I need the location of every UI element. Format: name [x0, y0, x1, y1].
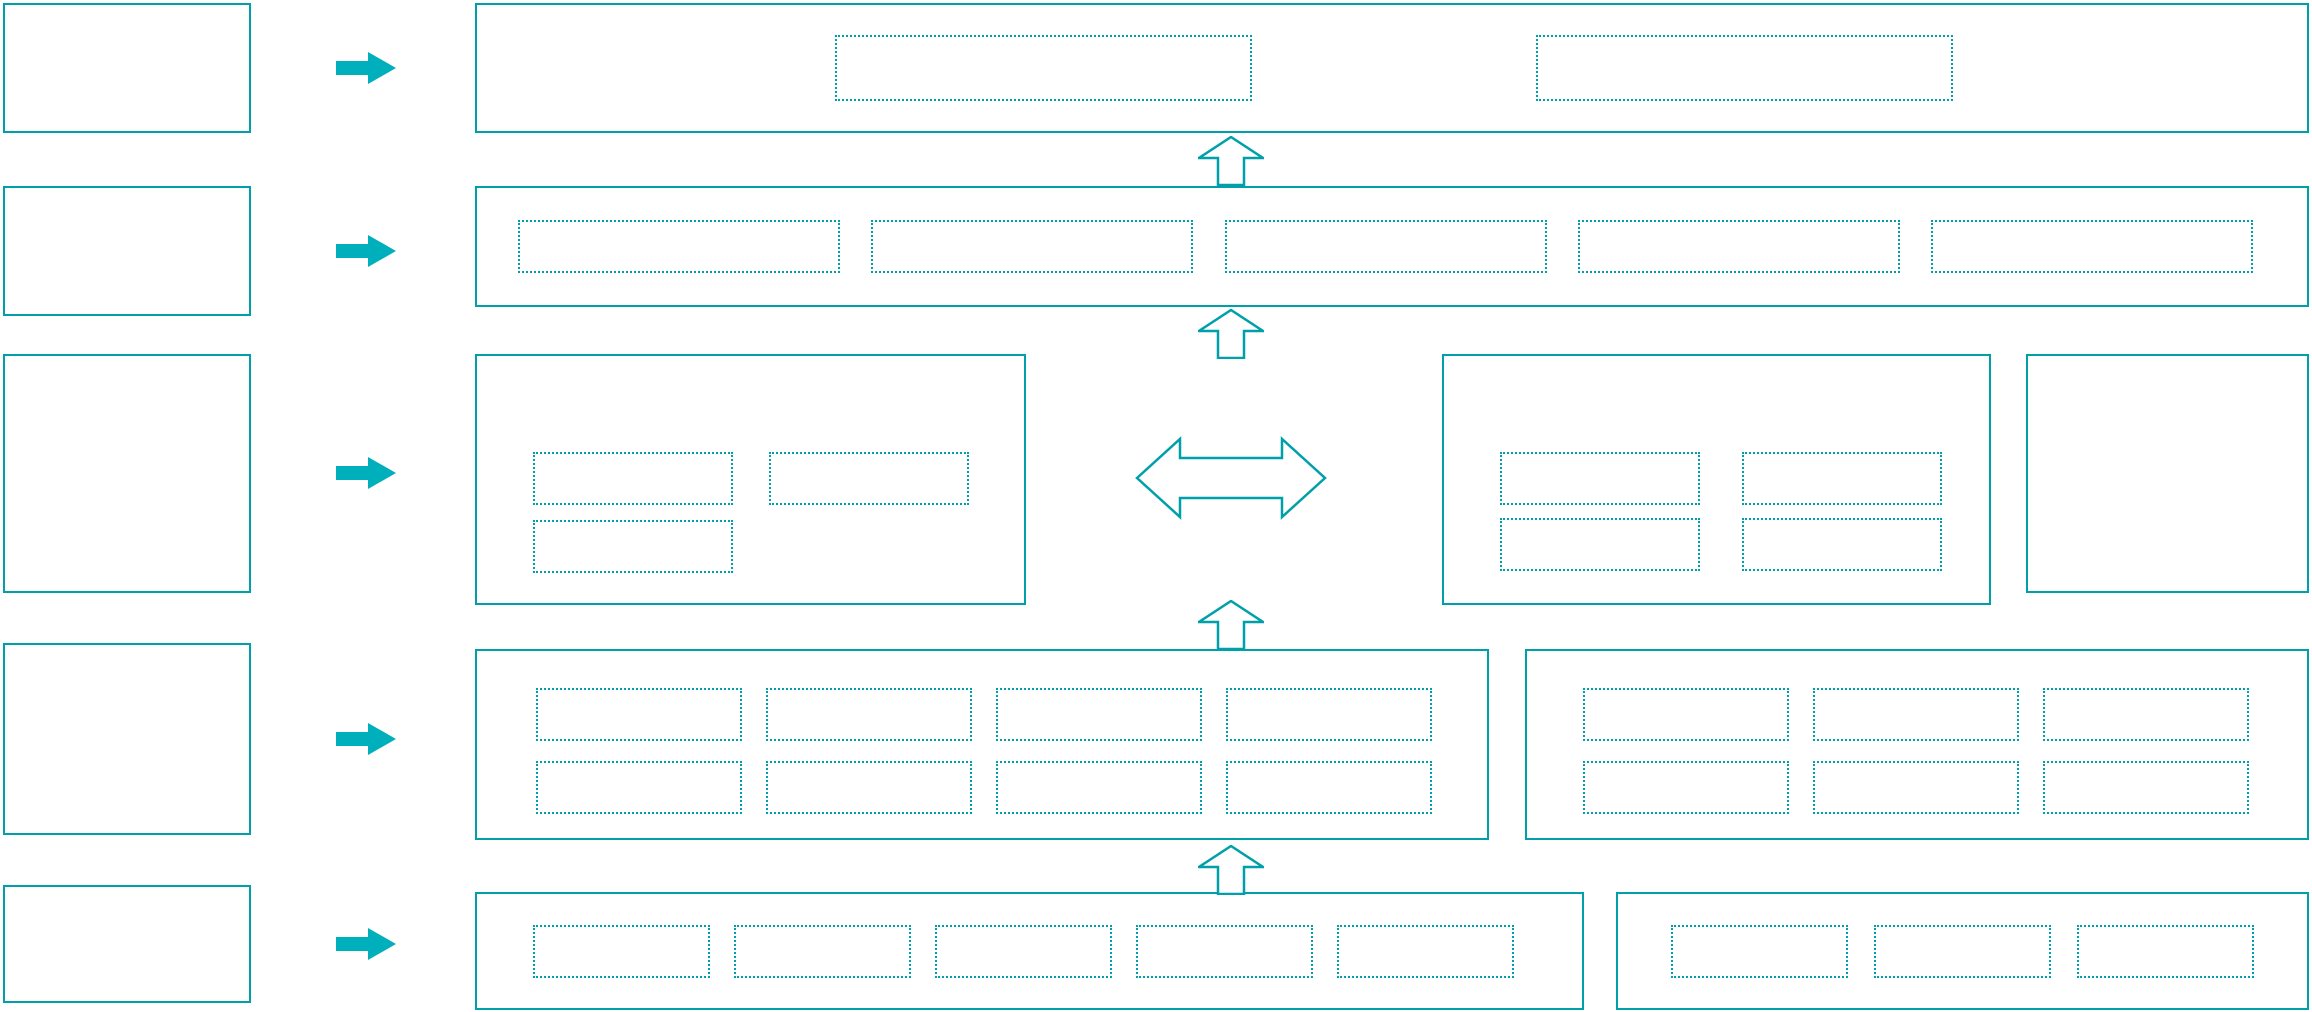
row3-right-container	[1442, 354, 1991, 605]
layer-label-text-2	[5, 188, 249, 314]
dashed-slot	[2043, 688, 2249, 741]
dashed-slot	[1931, 220, 2253, 273]
dashed-slot	[533, 452, 733, 505]
row4-left-container	[475, 649, 1489, 840]
dashed-slot	[1671, 924, 1848, 978]
dashed-slot	[1536, 35, 1953, 101]
dashed-slot	[1136, 924, 1313, 978]
row2-container	[475, 186, 2309, 307]
up-arrow-icon	[1198, 309, 1264, 359]
dashed-slot	[1742, 518, 1942, 571]
up-arrow-icon	[1198, 845, 1264, 895]
right-arrow-icon	[336, 235, 396, 267]
dashed-slot	[871, 220, 1194, 273]
row3-left-container	[475, 354, 1026, 605]
dashed-slot	[533, 520, 733, 573]
layer-label-text-3	[5, 356, 249, 591]
layer-label-text-5	[5, 887, 249, 1001]
right-arrow-icon	[336, 457, 396, 489]
dashed-slot	[935, 924, 1112, 978]
dashed-slot	[2077, 924, 2254, 978]
row4-right-container	[1525, 649, 2309, 840]
layer-label-box-2	[3, 186, 251, 316]
dashed-slot	[533, 924, 710, 978]
right-arrow-icon	[336, 52, 396, 84]
bidirectional-arrow-icon	[1135, 436, 1327, 520]
layer-label-box-4	[3, 643, 251, 835]
dashed-slot	[766, 688, 972, 741]
dashed-slot	[1813, 688, 2019, 741]
layer-label-text-4	[5, 645, 249, 833]
dashed-slot	[1224, 220, 1547, 273]
row3-side-box	[2026, 354, 2309, 593]
dashed-slot	[1226, 761, 1432, 814]
layer-label-box-5	[3, 885, 251, 1003]
dashed-slot	[1742, 452, 1942, 505]
up-arrow-icon	[1198, 600, 1264, 650]
dashed-slot	[1874, 924, 2051, 978]
dashed-slot	[2043, 761, 2249, 814]
right-arrow-icon	[336, 928, 396, 960]
dashed-slot	[769, 452, 969, 505]
dashed-slot	[1500, 452, 1700, 505]
dashed-slot	[1577, 220, 1900, 273]
layer-label-box-1	[3, 3, 251, 133]
right-arrow-icon	[336, 723, 396, 755]
dashed-slot	[1500, 518, 1700, 571]
layer-label-box-3	[3, 354, 251, 593]
up-arrow-icon	[1198, 136, 1264, 186]
dashed-slot	[835, 35, 1252, 101]
row5-left-container	[475, 892, 1584, 1010]
layer-label-text-1	[5, 5, 249, 131]
row1-container	[475, 3, 2309, 133]
dashed-slot	[536, 688, 742, 741]
dashed-slot	[996, 761, 1202, 814]
dashed-slot	[996, 688, 1202, 741]
dashed-slot	[1813, 761, 2019, 814]
row5-right-container	[1616, 892, 2309, 1010]
dashed-slot	[1226, 688, 1432, 741]
dashed-slot	[536, 761, 742, 814]
dashed-slot	[1583, 688, 1789, 741]
dashed-slot	[1583, 761, 1789, 814]
dashed-slot	[734, 924, 911, 978]
dashed-slot	[766, 761, 972, 814]
dashed-slot	[1337, 924, 1514, 978]
dashed-slot	[518, 220, 840, 273]
